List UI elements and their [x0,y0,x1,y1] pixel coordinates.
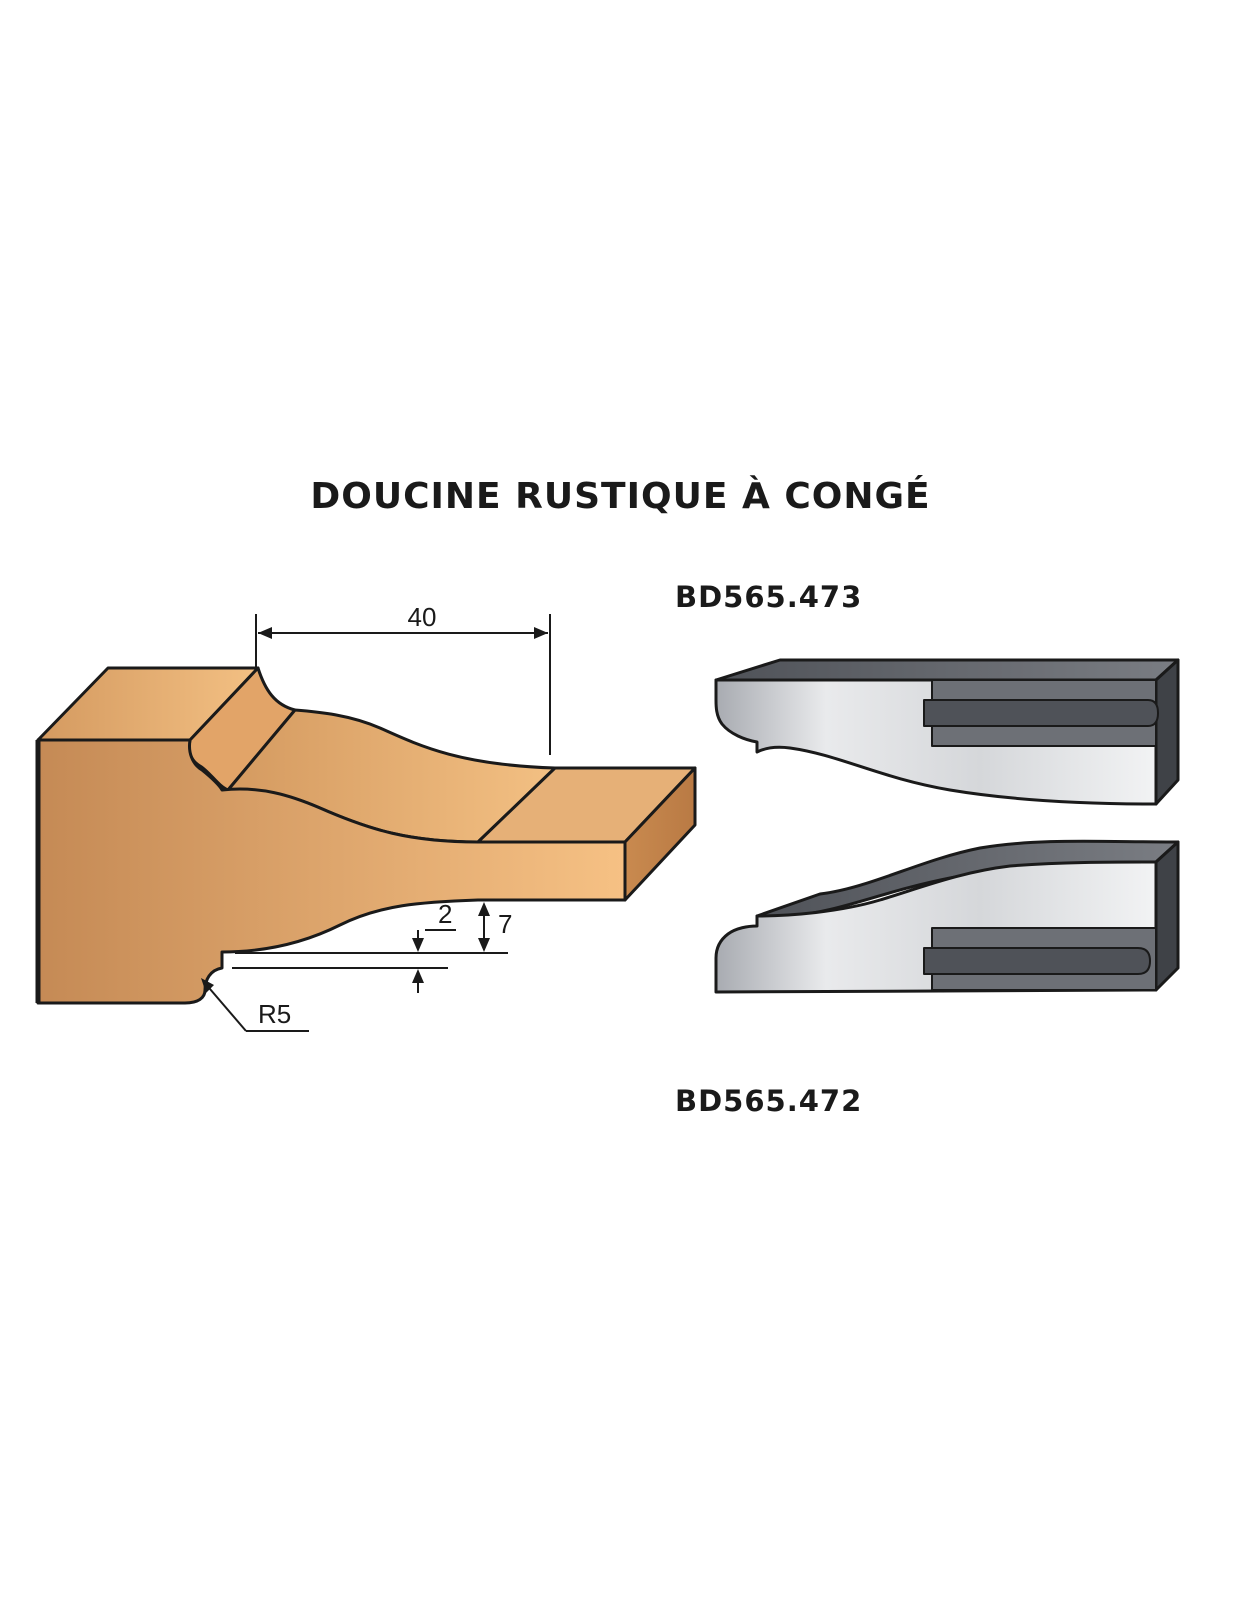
tool-code-bottom: BD565.472 [675,1084,863,1118]
radius-leader [201,978,309,1032]
knife-top-top-face [714,658,1180,682]
wood-front-face [36,738,627,1005]
dimension-width [255,614,551,755]
dimension-depth-large-label: 7 [498,909,512,939]
knife-top [714,658,1180,806]
dimension-depth [232,902,508,993]
dimension-width-label: 40 [408,602,437,632]
knife-bottom-side-face [1154,840,1180,992]
wood-profile [35,666,697,1005]
dimension-depth-small-label: 2 [438,899,452,929]
radius-label: R5 [258,999,291,1029]
knife-top-slot-bar [923,699,1159,727]
knife-top-side-face [1154,658,1180,806]
page-title: DOUCINE RUSTIQUE À CONGÉ [310,476,931,517]
knife-bottom-slot-bar [923,947,1151,975]
knife-bottom [714,839,1180,994]
tool-code-top: BD565.473 [675,580,863,614]
